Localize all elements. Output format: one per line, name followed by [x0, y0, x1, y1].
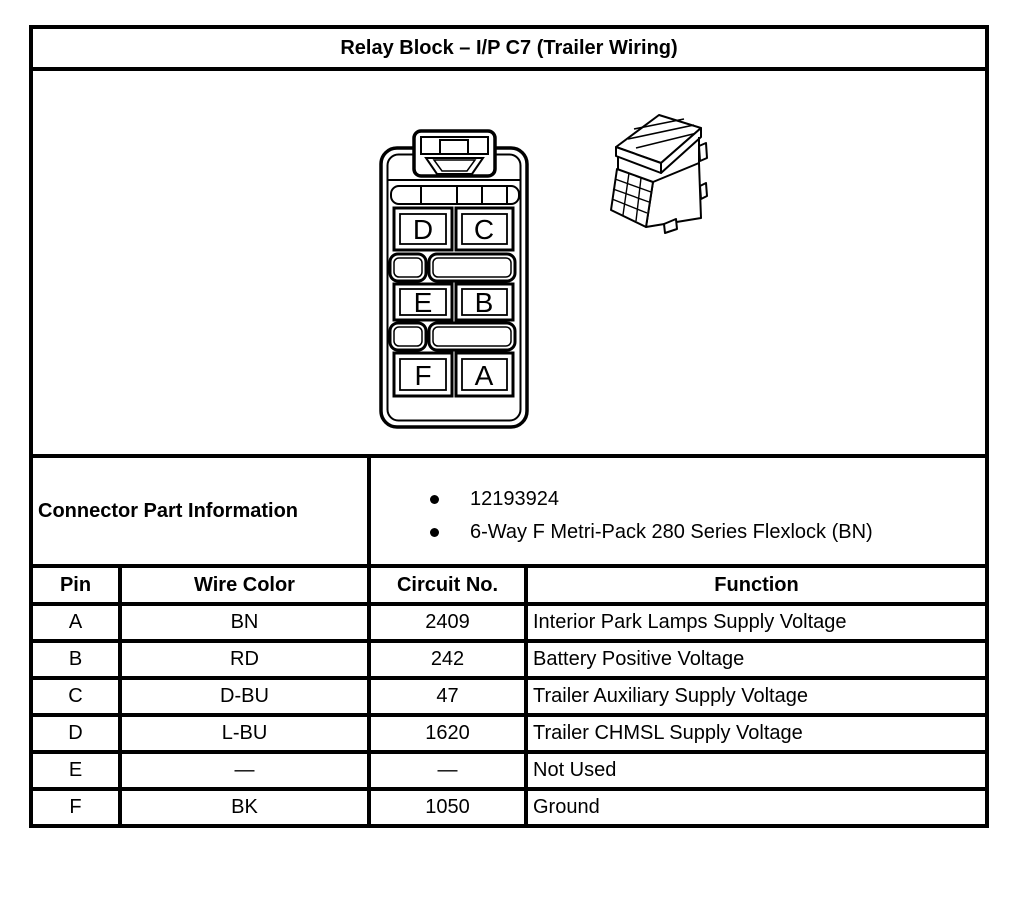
circuit-no-cell: 1050	[367, 787, 528, 828]
band-window-strip	[390, 185, 520, 205]
connector-front-view-diagram: D C E B F A	[379, 129, 529, 429]
iso-lattice-v2	[635, 177, 642, 222]
iso-lid-face-right	[660, 127, 702, 174]
circuit-no-cell: —	[367, 750, 528, 791]
table-row-pin-b: B RD 242 Battery Positive Voltage	[29, 639, 990, 680]
header-function: Function	[523, 564, 990, 606]
page-title: Relay Block – I/P C7 (Trailer Wiring)	[28, 25, 990, 71]
cavity-b-inner	[461, 288, 508, 316]
cavity-b	[454, 282, 515, 322]
wire-color-cell: —	[118, 750, 371, 791]
circuit-no-cell: 47	[367, 676, 528, 717]
iso-lid-rib-1	[633, 118, 685, 130]
header-pin: Pin	[29, 564, 122, 606]
slot-small-1-inner	[393, 257, 423, 278]
connector-3d-view-diagram	[610, 114, 708, 234]
cavity-label-a: A	[475, 360, 494, 391]
table-row-pin-c: C D-BU 47 Trailer Auxiliary Supply Volta…	[29, 676, 990, 717]
iso-side-tab-1	[698, 142, 708, 162]
cavity-c	[454, 206, 515, 252]
table-row-pin-d: D L-BU 1620 Trailer CHMSL Supply Voltage	[29, 713, 990, 754]
cavity-label-e: E	[414, 287, 433, 318]
bullet-icon	[430, 494, 439, 504]
circuit-no-cell: 1620	[367, 713, 528, 754]
part-info-label: Connector Part Information	[29, 454, 371, 568]
iso-lid-rib-3	[635, 132, 698, 149]
slot-wide-2	[427, 321, 517, 352]
cavity-e	[392, 282, 454, 322]
table-row-pin-e: E — — Not Used	[29, 750, 990, 791]
slot-wide-1	[427, 252, 517, 283]
circuit-no-cell: 2409	[367, 602, 528, 643]
iso-side-tab-2	[699, 182, 708, 200]
iso-lattice-v1	[622, 172, 630, 216]
header-wire-color: Wire Color	[118, 564, 371, 606]
connector-document-table: Relay Block – I/P C7 (Trailer Wiring)	[28, 25, 990, 828]
cavity-a	[454, 351, 515, 398]
cavity-f-inner	[399, 358, 447, 391]
cavity-a-inner	[461, 358, 508, 391]
cavity-d-inner	[399, 213, 447, 245]
slot-small-2	[388, 321, 428, 352]
header-circuit-no: Circuit No.	[367, 564, 528, 606]
cavity-e-inner	[399, 288, 447, 316]
diagram-row: D C E B F A	[28, 67, 990, 458]
pin-cell: F	[29, 787, 122, 828]
function-cell: Interior Park Lamps Supply Voltage	[523, 602, 990, 643]
pin-cell: B	[29, 639, 122, 680]
cavity-c-inner	[461, 213, 508, 245]
iso-body-left-face	[610, 168, 654, 228]
function-cell: Ground	[523, 787, 990, 828]
latch-center-tab	[439, 139, 469, 155]
cavity-f	[392, 351, 454, 398]
iso-body-right-face	[645, 162, 702, 228]
pin-cell: A	[29, 602, 122, 643]
connector-diagram-area: D C E B F A	[28, 67, 990, 458]
part-info-row: Connector Part Information 12193924 6-Wa…	[29, 454, 990, 568]
function-cell: Trailer Auxiliary Supply Voltage	[523, 676, 990, 717]
pin-cell: D	[29, 713, 122, 754]
iso-lattice-h1	[614, 178, 652, 193]
part-number-line: 12193924	[373, 483, 983, 516]
iso-lid-rib-2	[627, 124, 695, 140]
iso-bottom-foot	[663, 218, 678, 234]
iso-lattice-h2	[612, 188, 650, 203]
cavity-label-f: F	[414, 360, 431, 391]
part-number: 12193924	[470, 487, 559, 510]
bullet-icon	[430, 527, 439, 537]
cavity-d	[392, 206, 454, 252]
part-description-line: 6-Way F Metri-Pack 280 Series Flexlock (…	[373, 516, 983, 549]
table-row-pin-f: F BK 1050 Ground	[29, 787, 990, 828]
cavity-label-d: D	[413, 214, 433, 245]
connector-body-outline	[379, 146, 529, 429]
iso-lattice-h3	[611, 198, 648, 214]
part-info-values: 12193924 6-Way F Metri-Pack 280 Series F…	[366, 454, 990, 568]
part-description: 6-Way F Metri-Pack 280 Series Flexlock (…	[470, 520, 873, 543]
slot-small-2-inner	[393, 326, 423, 347]
table-row-pin-a: A BN 2409 Interior Park Lamps Supply Vol…	[29, 602, 990, 643]
pin-cell: E	[29, 750, 122, 791]
wire-color-cell: D-BU	[118, 676, 371, 717]
function-cell: Not Used	[523, 750, 990, 791]
pin-cell: C	[29, 676, 122, 717]
cavity-label-b: B	[475, 287, 494, 318]
latch-ramp-inner	[432, 159, 477, 172]
function-cell: Battery Positive Voltage	[523, 639, 990, 680]
pin-table-header-row: Pin Wire Color Circuit No. Function	[29, 564, 990, 606]
wire-color-cell: BK	[118, 787, 371, 828]
circuit-no-cell: 242	[367, 639, 528, 680]
latch-ramp-outer	[424, 157, 485, 175]
slot-wide-1-inner	[432, 257, 512, 278]
function-cell: Trailer CHMSL Supply Voltage	[523, 713, 990, 754]
slot-wide-2-inner	[432, 326, 512, 347]
title-row: Relay Block – I/P C7 (Trailer Wiring)	[28, 25, 990, 71]
slot-small-1	[388, 252, 428, 283]
wire-color-cell: L-BU	[118, 713, 371, 754]
wire-color-cell: BN	[118, 602, 371, 643]
wire-color-cell: RD	[118, 639, 371, 680]
cavity-label-c: C	[474, 214, 494, 245]
